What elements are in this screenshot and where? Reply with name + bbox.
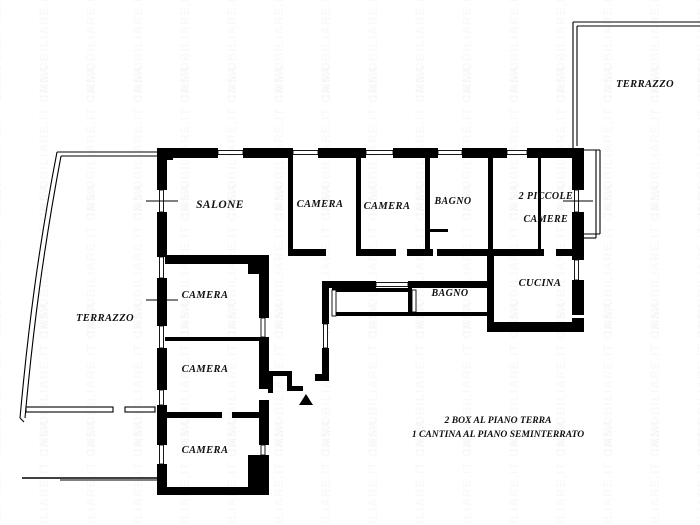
apartment-walls <box>146 148 593 495</box>
room-label-terrazzo-left: TERRAZZO <box>75 313 135 324</box>
piccole-camere-line-2: CAMERE <box>523 213 569 225</box>
room-label-camera-2: CAMERA <box>363 201 411 212</box>
entrance-arrow-icon <box>299 394 313 405</box>
room-label-piccole-camere: 2 PICCOLE CAMERE <box>495 179 585 237</box>
room-label-bagno-2: BAGNO <box>431 288 469 299</box>
terrazzo-left-outline <box>19 151 157 423</box>
plan-notes: 2 BOX AL PIANO TERRA 1 CANTINA AL PIANO … <box>368 414 628 442</box>
room-label-terrazzo-right: TERRAZZO <box>615 79 675 90</box>
note-line-1: 2 BOX AL PIANO TERRA <box>444 415 552 426</box>
terrazzo-left-balcony-rails <box>22 406 157 481</box>
room-label-camera-4: CAMERA <box>181 364 229 375</box>
room-label-camera-3: CAMERA <box>181 290 229 301</box>
piccole-camere-line-1: 2 PICCOLE <box>518 190 574 202</box>
room-label-bagno-1: BAGNO <box>434 196 472 207</box>
terrazzo-right-outline <box>572 21 700 151</box>
room-label-camera-5: CAMERA <box>181 445 229 456</box>
room-label-cucina: CUCINA <box>518 278 562 289</box>
room-label-camera-1: CAMERA <box>296 199 344 210</box>
room-label-salone: SALONE <box>196 199 244 211</box>
note-line-2: 1 CANTINA AL PIANO SEMINTERRATO <box>411 428 585 440</box>
